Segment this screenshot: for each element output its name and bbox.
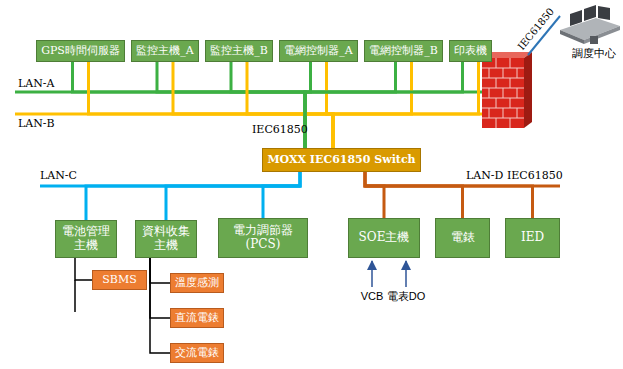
bms-wire [74, 280, 76, 312]
signal-arrow [371, 261, 373, 287]
lan-c-connector [263, 172, 300, 218]
box-text: 資料收集主機 [139, 225, 193, 253]
signal-arrow [405, 261, 407, 287]
box-text: 監控主機_B [210, 45, 268, 58]
device-box: 電力調節器 (PCS) [218, 218, 308, 258]
signal-label: VCB [361, 290, 384, 303]
desk-side [584, 26, 620, 44]
firewall-bricks [482, 58, 524, 128]
firewall-icon [482, 52, 532, 128]
meter-box: 交流電錶 [170, 343, 224, 363]
chair [590, 36, 598, 44]
dispatch-center-icon [560, 5, 620, 44]
host-box: 監控主機_A [131, 40, 199, 62]
wire-connector [75, 258, 92, 280]
wire-connector [150, 258, 170, 353]
signal-label: 電表DO [387, 290, 426, 303]
desk-front [560, 30, 584, 44]
device-box: IED [505, 218, 560, 258]
box-text: 溫度感測 [175, 277, 219, 290]
host-box: 資料收集主機 [135, 220, 197, 258]
network-label: LAN-C [40, 170, 77, 183]
box-text: GPS時間伺服器 [41, 45, 120, 58]
box-text: 直流電錶 [175, 312, 219, 325]
wire-connector [150, 258, 170, 283]
lan-d-connector [365, 172, 384, 218]
lan-c-connector [86, 172, 300, 220]
switch-box: MOXX IEC61850 Switch [262, 148, 421, 172]
host-box: 電池管理主機 [55, 220, 117, 258]
location-label: 調度中心 [572, 48, 616, 61]
firewall-side [524, 52, 532, 128]
sensor-box: 溫度感測 [170, 273, 224, 293]
box-text: 交流電錶 [175, 347, 219, 360]
controller-box: 電網控制器_B [364, 40, 443, 62]
lan-b-connector [173, 62, 333, 148]
host-box: 監控主機_B [205, 40, 273, 62]
lan-a-connector [305, 62, 463, 148]
controller-box: 電網控制器_A [279, 40, 358, 62]
network-label: LAN-A [18, 78, 55, 91]
firewall-front [482, 58, 524, 128]
lan-b-connector [333, 62, 479, 148]
lan-b-connector [247, 62, 333, 148]
lan-b-connector [333, 62, 412, 148]
box-text: SBMS [102, 274, 136, 287]
monitor [584, 5, 596, 21]
protocol-label: IEC61850 [252, 124, 308, 137]
monitor [598, 6, 610, 20]
box-text: 電錶 [451, 231, 475, 245]
monitor [570, 10, 582, 26]
box-text: 電力調節器 (PCS) [222, 224, 304, 252]
lan-a-connector [305, 62, 396, 148]
network-label: LAN-B [18, 118, 55, 131]
box-text: 電池管理主機 [59, 225, 113, 253]
box-text: IED [521, 231, 544, 245]
server-box: GPS時間伺服器 [36, 40, 125, 62]
meter-box: 直流電錶 [170, 308, 224, 328]
meter-box: 電錶 [435, 218, 490, 258]
printer-box: 印表機 [449, 40, 492, 62]
wire-connector [150, 258, 170, 318]
sensor-box: SBMS [92, 270, 147, 290]
box-text: MOXX IEC61850 Switch [267, 154, 415, 167]
lan-b-connector [89, 62, 334, 148]
host-box: SOE主機 [348, 218, 420, 258]
box-text: 監控主機_A [136, 45, 193, 58]
network-label: LAN-D IEC61850 [466, 170, 563, 183]
box-text: SOE主機 [359, 231, 410, 245]
box-text: 電網控制器_B [369, 45, 438, 58]
lan-c-connector [166, 172, 300, 220]
box-text: 電網控制器_A [284, 45, 352, 58]
lan-d-connector [365, 172, 463, 218]
box-text: 印表機 [454, 45, 487, 58]
